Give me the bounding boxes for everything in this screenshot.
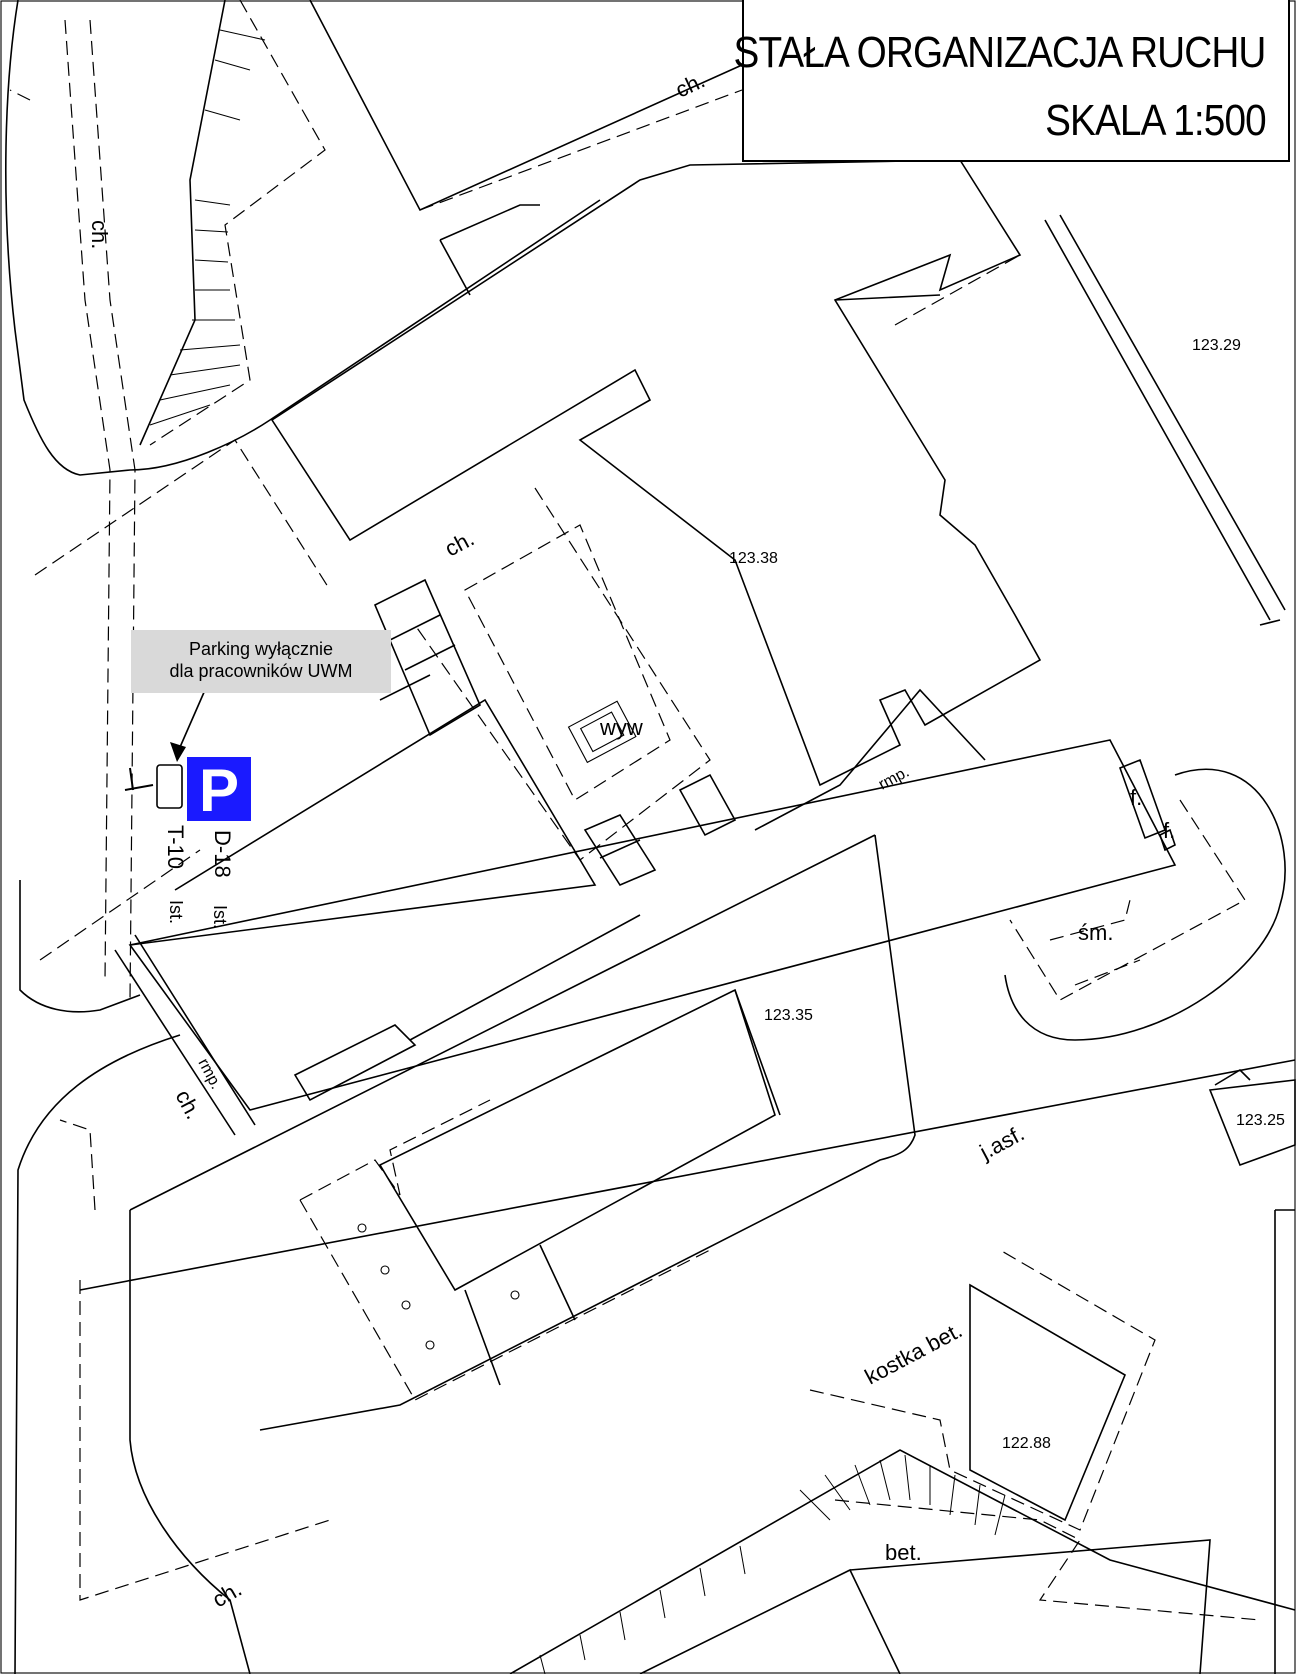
main-inner-line: [834, 294, 941, 301]
wyw-box-inner: [579, 711, 625, 753]
sign-post-base: [124, 784, 154, 791]
label-t10: T-10: [163, 825, 188, 869]
callout-arrowhead: [170, 742, 186, 762]
left-street-edge-2: [19, 880, 141, 1013]
slope-top-left-dash: [149, 0, 326, 446]
lower-road-line: [129, 834, 916, 1431]
label-elev-123-35: 123.35: [764, 1007, 813, 1024]
road-lower-long: [79, 1059, 1296, 1291]
slope-hatching: [149, 29, 266, 426]
left-sidewalk-dash-3: [9, 89, 31, 101]
f-box: [1118, 758, 1176, 852]
label-rmp-right: rmp.: [876, 763, 912, 793]
label-rmp-left: rmp.: [194, 1056, 224, 1092]
title-line-2: SKALA 1:500: [1045, 96, 1267, 145]
bottom-right-edge: [1274, 1209, 1295, 1674]
parking-dash-inner: [464, 524, 671, 801]
tree-markers: [357, 1223, 520, 1350]
title-line-1: STAŁA ORGANIZACJA RUCHU: [734, 28, 1267, 77]
sign-plate-t10: [156, 764, 183, 809]
label-ist-1: Ist.: [166, 900, 186, 924]
label-ch-bottom: ch.: [208, 1576, 246, 1612]
building-122-88: [969, 1283, 1127, 1522]
building-top-left: [309, 0, 743, 212]
lower-notch: [293, 1024, 417, 1102]
lower-dash-back: [299, 1199, 711, 1401]
label-d18: D-18: [210, 830, 235, 878]
label-ch-low: ch.: [171, 1086, 207, 1124]
right-rounded-wing: [1004, 768, 1286, 1041]
kostka-area: [809, 1249, 1156, 1531]
left-lower-curve: [14, 1034, 181, 1674]
parking-stalls: [373, 578, 737, 887]
main-right-dash: [894, 254, 1021, 326]
label-ch-left: ch.: [87, 220, 112, 249]
label-sm: śm.: [1078, 920, 1113, 945]
rmp-right: [754, 688, 986, 831]
lower-long-divider: [464, 989, 781, 1386]
label-ch-top: ch.: [672, 67, 709, 102]
parking-dash-outer: [414, 487, 711, 861]
sign-post-tick: [129, 767, 134, 791]
building-top-dash: [419, 89, 743, 211]
parking-sign-d18: [187, 757, 251, 821]
slope-top-left: [139, 0, 226, 446]
label-elev-123-38: 123.38: [729, 550, 778, 567]
parking-sign-glyph: P: [199, 757, 239, 824]
title-block: STAŁA ORGANIZACJA RUCHU SKALA 1:500: [734, 0, 1290, 162]
left-diag-dash: [34, 439, 331, 591]
right-strip-line: [1259, 619, 1281, 626]
label-f-1: f.: [1130, 785, 1142, 810]
label-f-2: f.: [1163, 818, 1175, 843]
label-elev-123-29: 123.29: [1192, 337, 1241, 354]
callout-line-2: dla pracowników UWM: [169, 661, 353, 681]
left-street-edge: [4, 0, 601, 476]
wyw-box: [567, 700, 637, 764]
left-sidewalk-dash-2: [89, 19, 136, 1001]
left-diag-dash-2: [39, 849, 201, 961]
label-kostka-bet: kostka bet.: [861, 1317, 967, 1389]
label-ch-mid: ch.: [441, 526, 479, 562]
bottom-building: [639, 1539, 1211, 1674]
lower-long-building: [378, 988, 776, 1292]
parking-callout: Parking wyłącznie dla pracowników UWM: [131, 630, 391, 693]
building-main: [270, 159, 1042, 787]
sm-dash: [1049, 899, 1141, 986]
label-jasf: j.asf.: [975, 1121, 1029, 1165]
left-bottom-dash: [79, 1280, 331, 1601]
building-lower-inner: [129, 698, 597, 946]
lower-line-mid: [409, 914, 641, 1041]
label-wyw: wyw: [599, 715, 643, 740]
left-sidewalk-dash-1: [64, 19, 111, 981]
bottom-stair-area: [509, 1449, 1296, 1674]
bottom-dash: [834, 1499, 1261, 1621]
left-lower-dash: [59, 1119, 96, 1211]
building-top-entry: [439, 204, 540, 296]
label-elev-123-25: 123.25: [1236, 1112, 1285, 1129]
right-strip-2: [1044, 214, 1286, 621]
label-bet: bet.: [885, 1540, 922, 1565]
lower-dash-front: [299, 1099, 491, 1201]
callout-line-1: Parking wyłącznie: [188, 639, 334, 659]
label-elev-122-88: 122.88: [1002, 1435, 1051, 1452]
callout-leader: [176, 689, 206, 755]
label-ist-2: Ist.: [210, 905, 230, 929]
building-lower-steps: [114, 934, 256, 1136]
bottom-hatching: [539, 1454, 1006, 1674]
small-bldg-123-25: [1208, 1068, 1296, 1167]
lower-inner-curve: [129, 1210, 251, 1674]
